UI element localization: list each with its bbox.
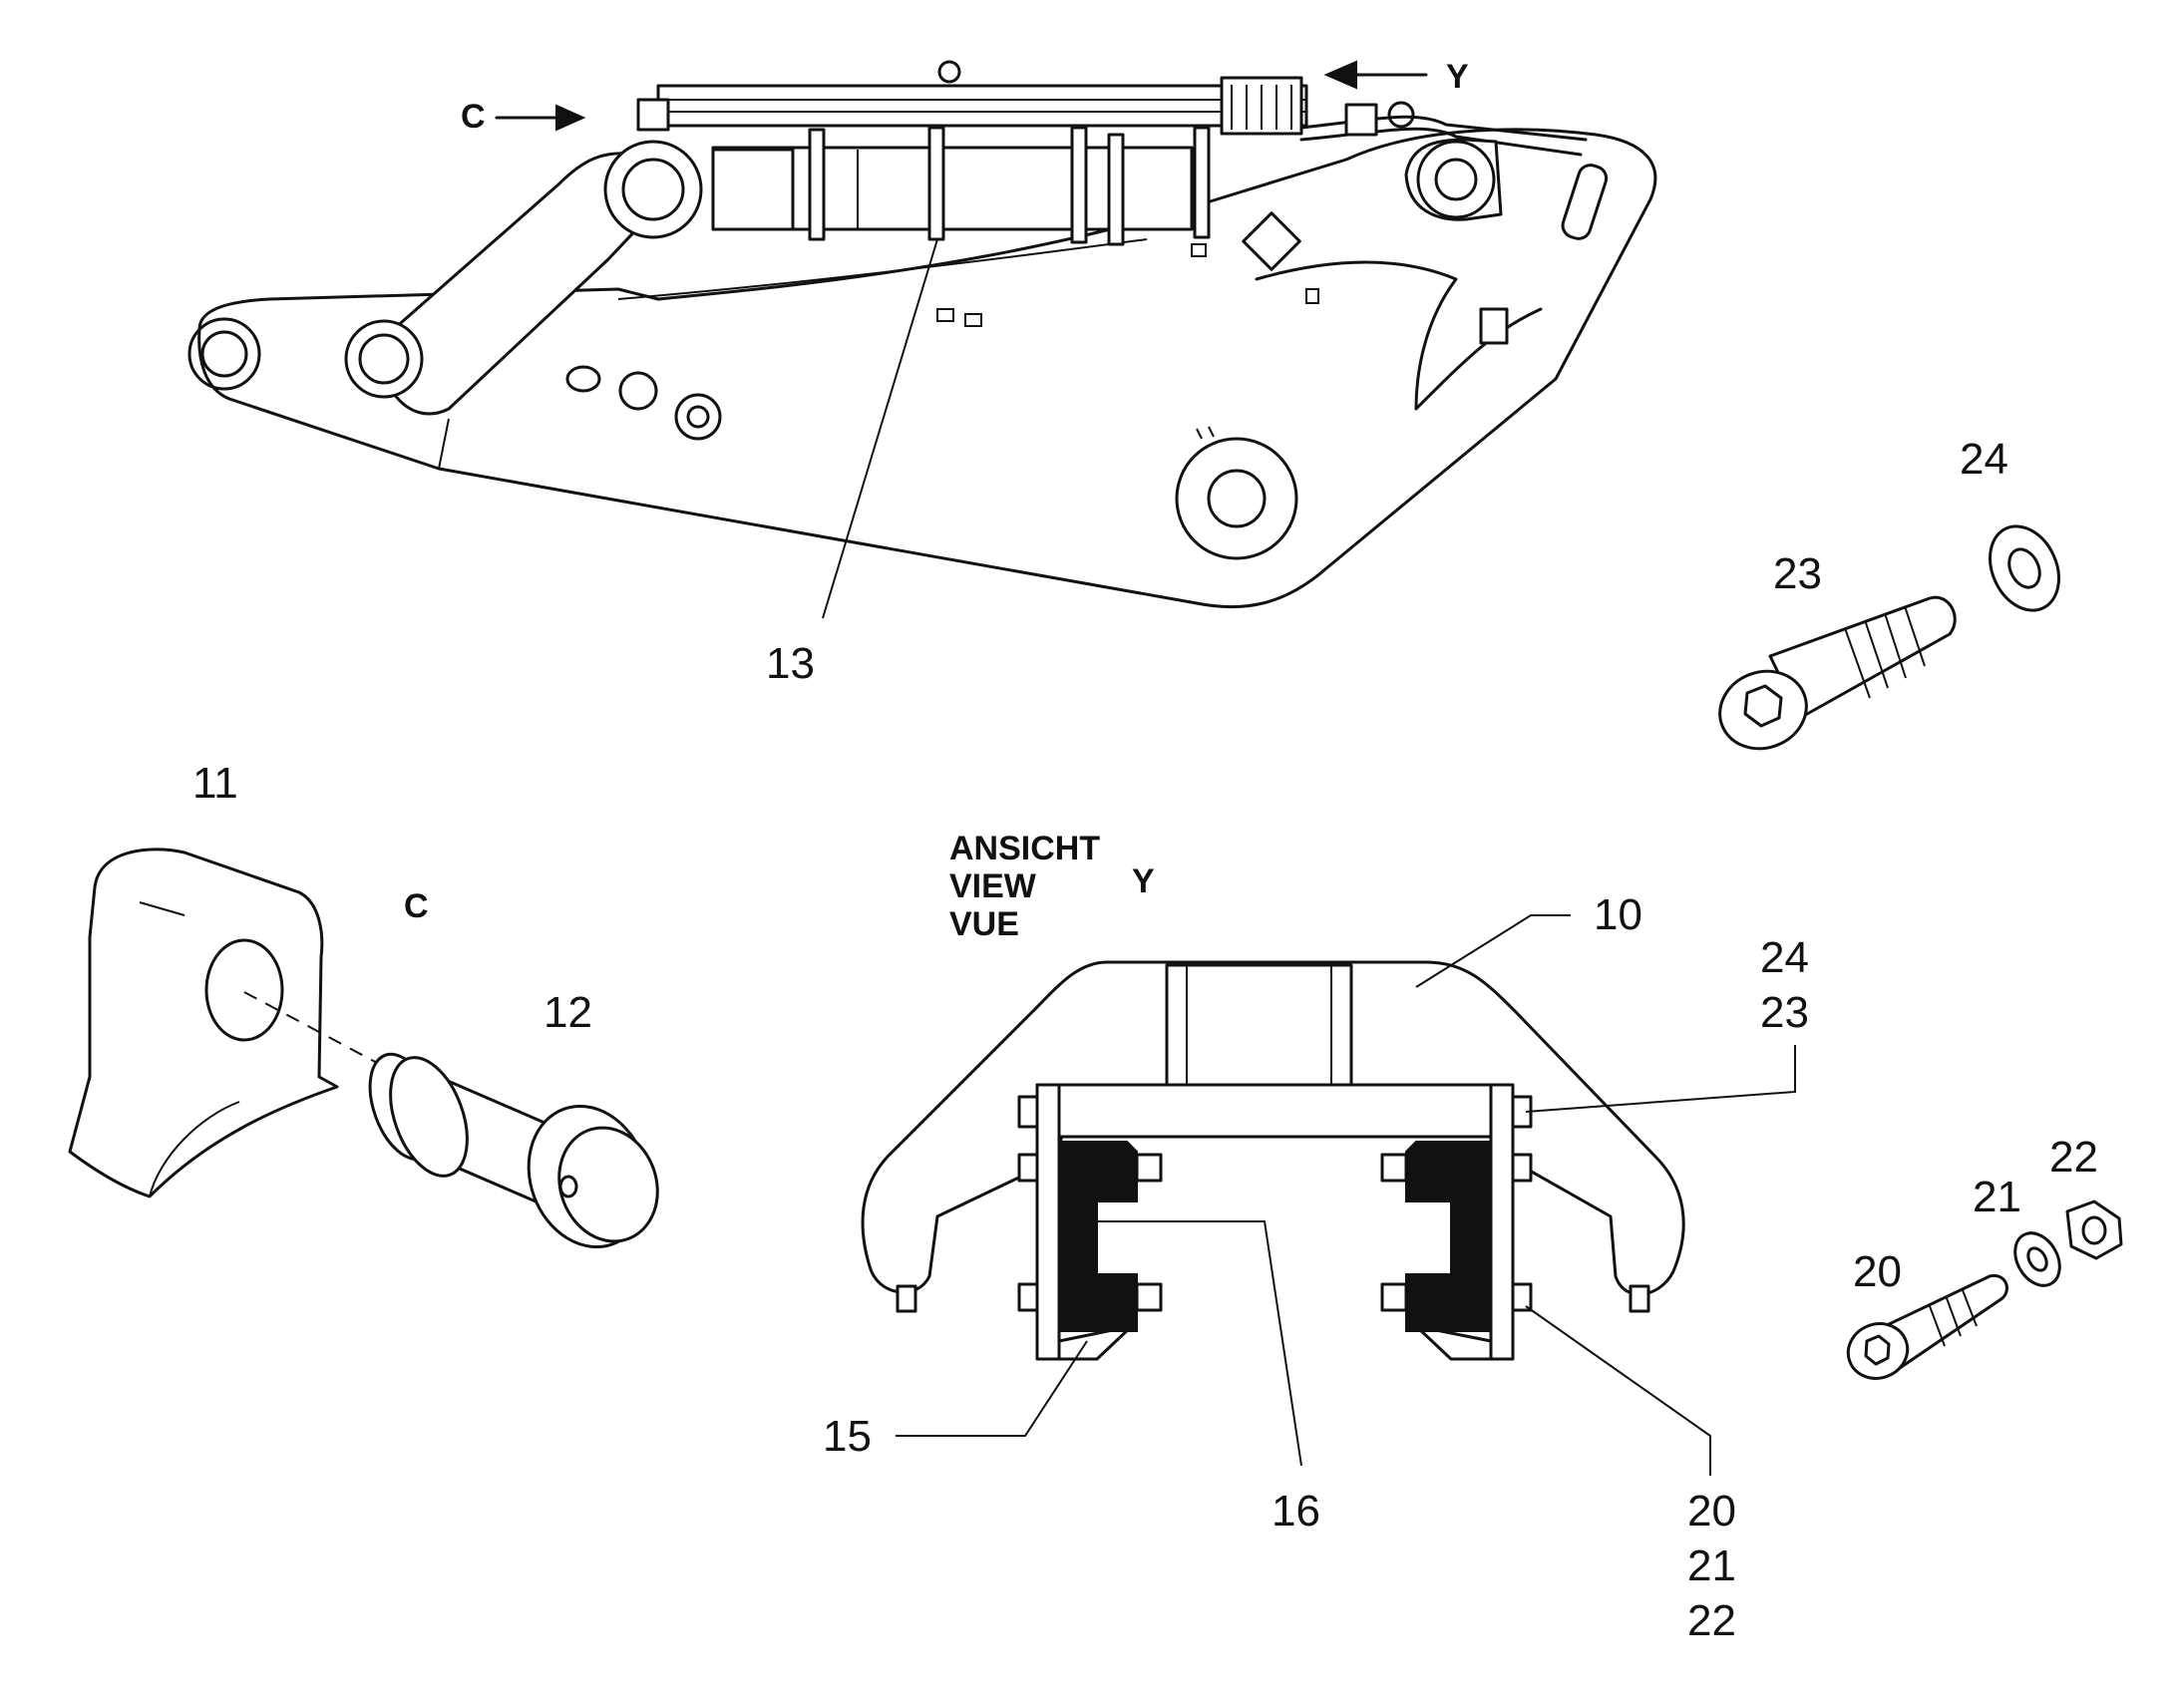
nut-22: [2065, 1199, 2123, 1260]
view-c-label: C: [461, 98, 486, 136]
axis-line-c: [243, 991, 395, 1073]
callout-23: 23: [1773, 549, 1822, 598]
callout-11: 11: [192, 759, 238, 808]
callout-22: 22: [2049, 1133, 2098, 1182]
view-y-title: ANSICHT VIEW VUE Y: [949, 830, 1155, 943]
view-arrow-y: Y: [1323, 58, 1469, 96]
view-title-vue: VUE: [949, 905, 1019, 943]
washer-21: [2013, 1231, 2061, 1287]
callout-21: 21: [1973, 1173, 2021, 1221]
leader-10: [1415, 914, 1571, 988]
view-title-view: VIEW: [949, 867, 1037, 905]
pin-12: [368, 1052, 659, 1249]
bolt-20: [1846, 1273, 2008, 1380]
callout-20: 20: [1853, 1247, 1902, 1296]
bracket-assembly-10: [861, 960, 1685, 1361]
boom-assembly: [187, 60, 1657, 609]
lug-11: [68, 848, 339, 1198]
view-y-label: Y: [1446, 58, 1469, 96]
callout-13: 13: [766, 639, 815, 688]
callout-22-stack: 22: [1687, 1596, 1736, 1645]
detail-c-label: C: [404, 887, 429, 925]
leader-24-23: [1525, 1045, 1796, 1113]
leader-13: [822, 238, 938, 619]
callout-24: 24: [1960, 435, 2008, 484]
view-title-ansicht: ANSICHT: [949, 830, 1100, 867]
leader-15: [896, 1340, 1088, 1437]
view-arrow-c: C: [461, 98, 586, 136]
callout-24-stack: 24: [1760, 933, 1809, 982]
callout-15: 15: [823, 1412, 872, 1461]
bolt-23: [1718, 595, 1957, 751]
view-title-y: Y: [1132, 862, 1155, 900]
leader-16: [1077, 1220, 1302, 1467]
callout-20-stack: 20: [1687, 1487, 1736, 1536]
washer-24: [1989, 524, 2060, 612]
leader-20-21-22: [1525, 1305, 1711, 1476]
callout-21-stack: 21: [1687, 1541, 1736, 1590]
callout-23-stack: 23: [1760, 988, 1809, 1037]
callout-12: 12: [544, 988, 592, 1037]
callout-10: 10: [1594, 890, 1642, 939]
callout-16: 16: [1272, 1487, 1320, 1536]
